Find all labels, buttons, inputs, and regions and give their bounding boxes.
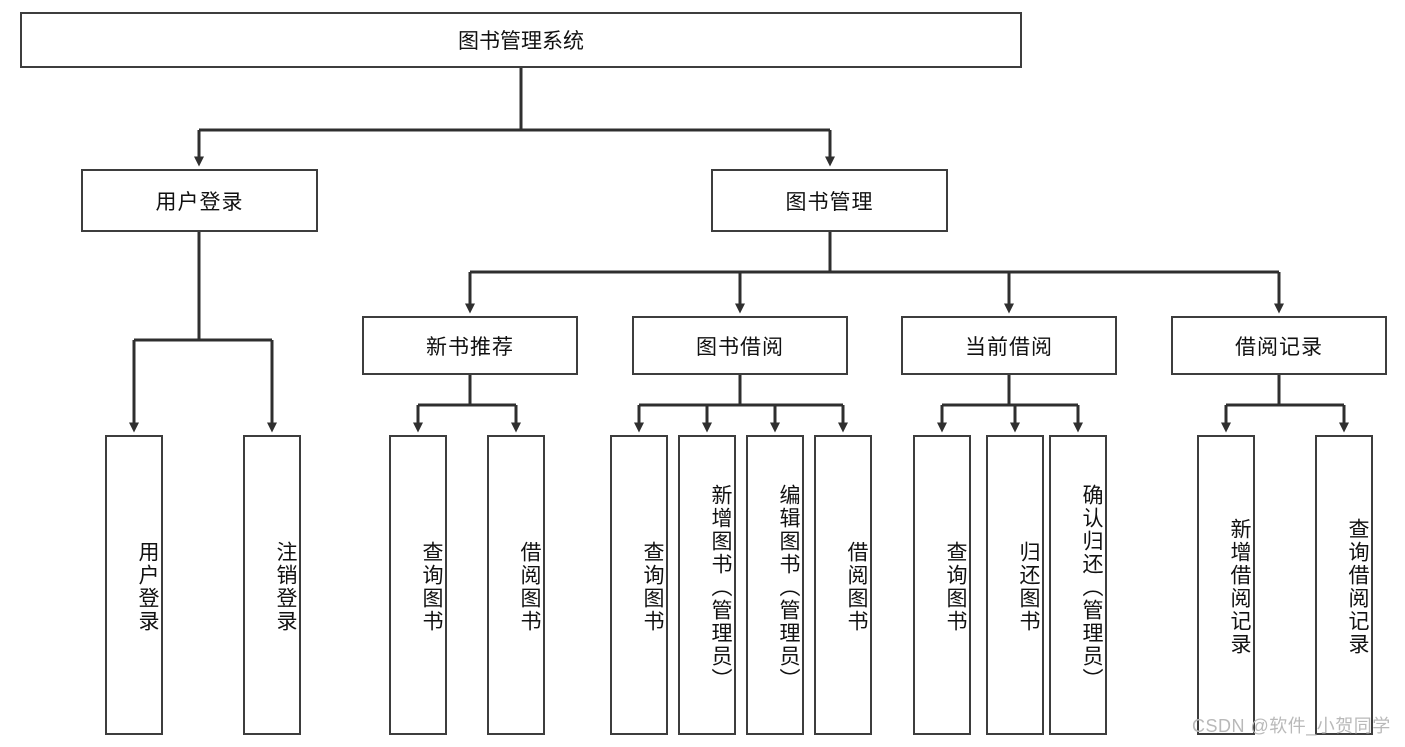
node-book-manage[interactable]: 图书管理 [711, 169, 948, 232]
node-leaf-query-book-1[interactable]: 查询图书 [389, 435, 447, 735]
node-leaf-add-book[interactable]: 新增图书（管理员） [678, 435, 736, 735]
node-leaf-borrow-book-2[interactable]: 借阅图书 [814, 435, 872, 735]
node-leaf-query-record[interactable]: 查询借阅记录 [1315, 435, 1373, 735]
node-leaf-confirm-return[interactable]: 确认归还（管理员） [1049, 435, 1107, 735]
node-leaf-return-book[interactable]: 归还图书 [986, 435, 1044, 735]
node-leaf-query-book-2[interactable]: 查询图书 [610, 435, 668, 735]
node-leaf-edit-book[interactable]: 编辑图书（管理员） [746, 435, 804, 735]
node-borrow-record[interactable]: 借阅记录 [1171, 316, 1387, 375]
node-book-borrow[interactable]: 图书借阅 [632, 316, 848, 375]
node-root[interactable]: 图书管理系统 [20, 12, 1022, 68]
watermark-text: CSDN @软件_小贺同学 [1192, 716, 1391, 736]
node-leaf-add-record[interactable]: 新增借阅记录 [1197, 435, 1255, 735]
node-leaf-borrow-book-1[interactable]: 借阅图书 [487, 435, 545, 735]
node-current-borrow[interactable]: 当前借阅 [901, 316, 1117, 375]
node-new-book-recommend[interactable]: 新书推荐 [362, 316, 578, 375]
node-leaf-user-login[interactable]: 用户登录 [105, 435, 163, 735]
node-leaf-query-book-3[interactable]: 查询图书 [913, 435, 971, 735]
node-leaf-user-logout[interactable]: 注销登录 [243, 435, 301, 735]
node-user-login[interactable]: 用户登录 [81, 169, 318, 232]
